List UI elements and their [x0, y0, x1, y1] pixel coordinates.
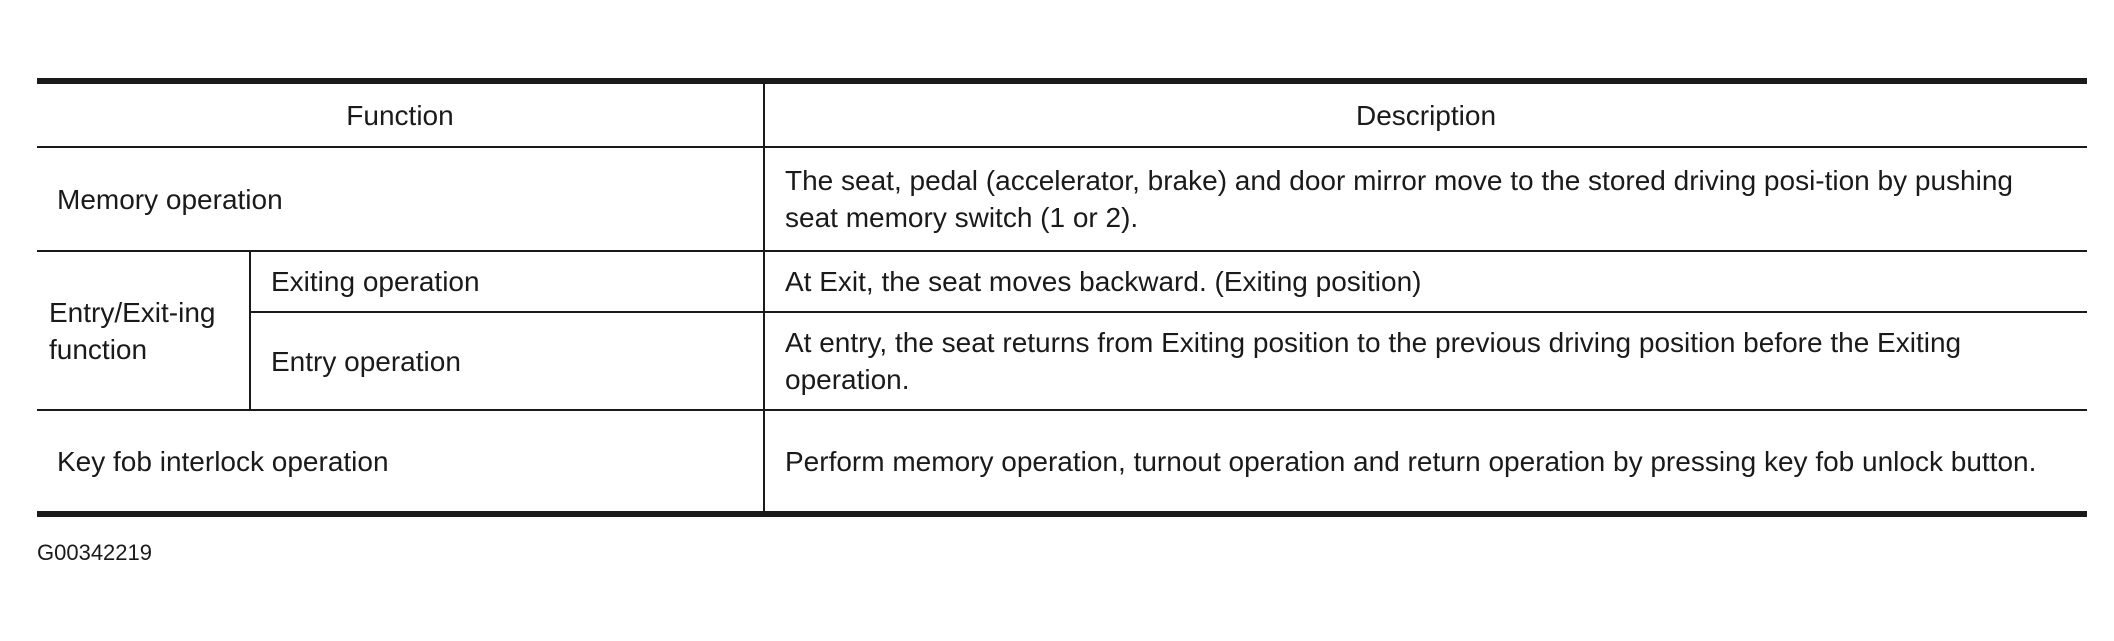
table-row: Entry/Exit-ing function Exiting operatio…	[37, 251, 2087, 411]
function-cell: Key fob interlock operation	[37, 410, 765, 514]
header-function: Function	[37, 81, 765, 148]
figure-id: G00342219	[37, 540, 152, 565]
description-cell: The seat, pedal (accelerator, brake) and…	[764, 147, 2087, 252]
description-cell: At Exit, the seat moves backward. (Exiti…	[764, 251, 2087, 313]
function-cell: Exiting operation	[250, 251, 765, 313]
group-label-entry-exit: Entry/Exit-ing function	[37, 251, 251, 411]
table-row: Memory operation The seat, pedal (accele…	[37, 147, 2087, 252]
table-row: Entry operation At entry, the seat retur…	[37, 312, 2087, 411]
header-row: Function Description	[37, 81, 2087, 148]
table-row: Key fob interlock operation Perform memo…	[37, 410, 2087, 514]
header-description: Description	[764, 81, 2087, 148]
description-cell: At entry, the seat returns from Exiting …	[764, 312, 2087, 411]
function-description-table: Function Description Memory operation Th…	[37, 78, 2087, 517]
function-cell: Entry operation	[250, 312, 765, 411]
description-cell: Perform memory operation, turnout operat…	[785, 445, 2037, 477]
function-cell: Memory operation	[37, 147, 765, 252]
